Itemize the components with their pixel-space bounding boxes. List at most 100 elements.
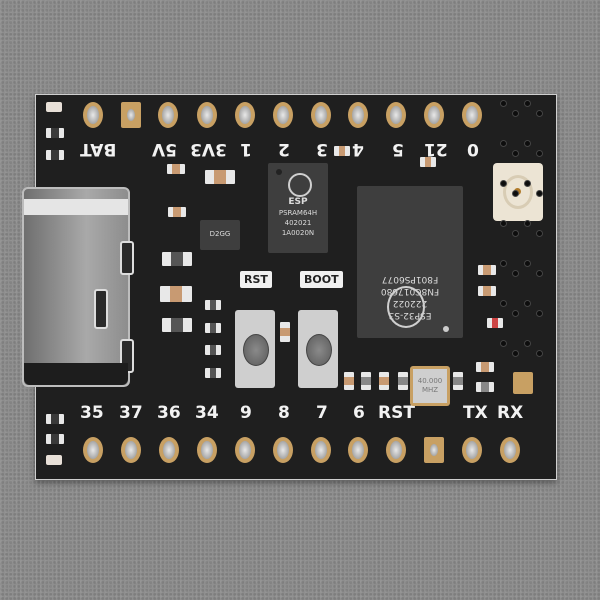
psram-brand: ESP (288, 197, 308, 207)
smd-body (169, 286, 183, 302)
bottom-header-pin-gnd (424, 437, 444, 463)
rgb-led (513, 372, 533, 394)
smd-body (51, 150, 59, 160)
smd-component (160, 286, 192, 302)
via (536, 350, 543, 357)
psram-line-1: PSRAM64H (278, 209, 318, 217)
top-header-pin-gnd (121, 102, 141, 128)
bottom-label-rst: RST (378, 403, 415, 423)
boot-button[interactable] (298, 310, 338, 388)
pin1-dot (276, 169, 282, 175)
crystal-unit: MHZ (421, 386, 439, 395)
top-label-5: 5 (392, 139, 404, 159)
top-label-1: 1 (240, 139, 252, 159)
bottom-header-pin-7 (311, 437, 331, 463)
smd-body (209, 345, 217, 355)
smd-component (205, 170, 235, 184)
esp32-s3-chip: ESP32-S3 222022 FN8C017680 F801PS6077 (357, 186, 463, 338)
via (512, 190, 519, 197)
smd-body (172, 164, 180, 174)
psram-chip: ESP PSRAM64H 402021 1A0020N (268, 163, 328, 253)
power-led (46, 455, 62, 465)
smd-component (205, 300, 221, 310)
smd-component (334, 146, 350, 156)
top-header-pin-1 (235, 102, 255, 128)
via (512, 230, 519, 237)
rst-button[interactable] (235, 310, 275, 388)
smd-body (398, 377, 408, 385)
smd-component (344, 372, 354, 390)
top-header-pin-21 (424, 102, 444, 128)
via (524, 220, 531, 227)
smd-body (209, 300, 217, 310)
smd-component (162, 252, 192, 266)
bottom-label-35: 35 (80, 403, 104, 423)
smd-body (338, 146, 346, 156)
via (512, 150, 519, 157)
via (500, 220, 507, 227)
smd-component (168, 207, 186, 217)
bottom-header-pin-34 (197, 437, 217, 463)
smd-body (209, 323, 217, 333)
smd-body (481, 382, 489, 392)
via (500, 340, 507, 347)
bottom-label-36: 36 (157, 403, 181, 423)
smd-component (46, 414, 64, 424)
usb-slot (94, 289, 108, 329)
usb-shield-bottom (24, 363, 128, 385)
smd-body (491, 318, 499, 328)
via (536, 190, 543, 197)
button-cap (243, 334, 269, 366)
via (512, 310, 519, 317)
ufl-ring (503, 175, 533, 209)
smd-component (162, 318, 192, 332)
smd-component (361, 372, 371, 390)
top-label-2: 2 (278, 139, 290, 159)
via (536, 230, 543, 237)
status-led (46, 102, 62, 112)
bottom-header-pin-36 (159, 437, 179, 463)
smd-component (46, 128, 64, 138)
smd-component (379, 372, 389, 390)
usb-shield-top (24, 199, 128, 215)
via (512, 350, 519, 357)
smd-component (205, 323, 221, 333)
boot-button-label: BOOT (300, 271, 343, 288)
via (536, 150, 543, 157)
smd-body (209, 368, 217, 378)
via (524, 140, 531, 147)
bottom-header-pin-35 (83, 437, 103, 463)
bottom-label-9: 9 (240, 403, 252, 423)
top-label-3v3: 3V3 (190, 139, 227, 159)
smd-component (476, 382, 494, 392)
smd-component (398, 372, 408, 390)
via (524, 300, 531, 307)
via (536, 310, 543, 317)
smd-component (420, 157, 436, 167)
button-cap (306, 334, 332, 366)
smd-body (379, 377, 389, 385)
usb-c-connector[interactable] (22, 187, 134, 387)
regulator-marking: D2GG (209, 230, 231, 238)
bottom-header-pin-8 (273, 437, 293, 463)
bottom-label-34: 34 (195, 403, 219, 423)
smd-body (483, 265, 491, 275)
bottom-label-37: 37 (119, 403, 143, 423)
smd-component (205, 368, 221, 378)
smd-body (171, 252, 183, 266)
espressif-logo-icon (387, 286, 425, 328)
smd-body (214, 170, 226, 184)
smd-body (51, 434, 59, 444)
voltage-regulator: D2GG (200, 220, 240, 250)
top-header-pin-5 (386, 102, 406, 128)
bottom-label-7: 7 (316, 403, 328, 423)
top-label-5v: 5V (152, 139, 177, 159)
pin1-dot (443, 326, 449, 332)
via (524, 260, 531, 267)
bottom-header-pin-rx (500, 437, 520, 463)
bottom-header-pin-rst (386, 437, 406, 463)
smd-component (205, 345, 221, 355)
via (500, 300, 507, 307)
via (500, 180, 507, 187)
top-label-4: 4 (352, 139, 364, 159)
